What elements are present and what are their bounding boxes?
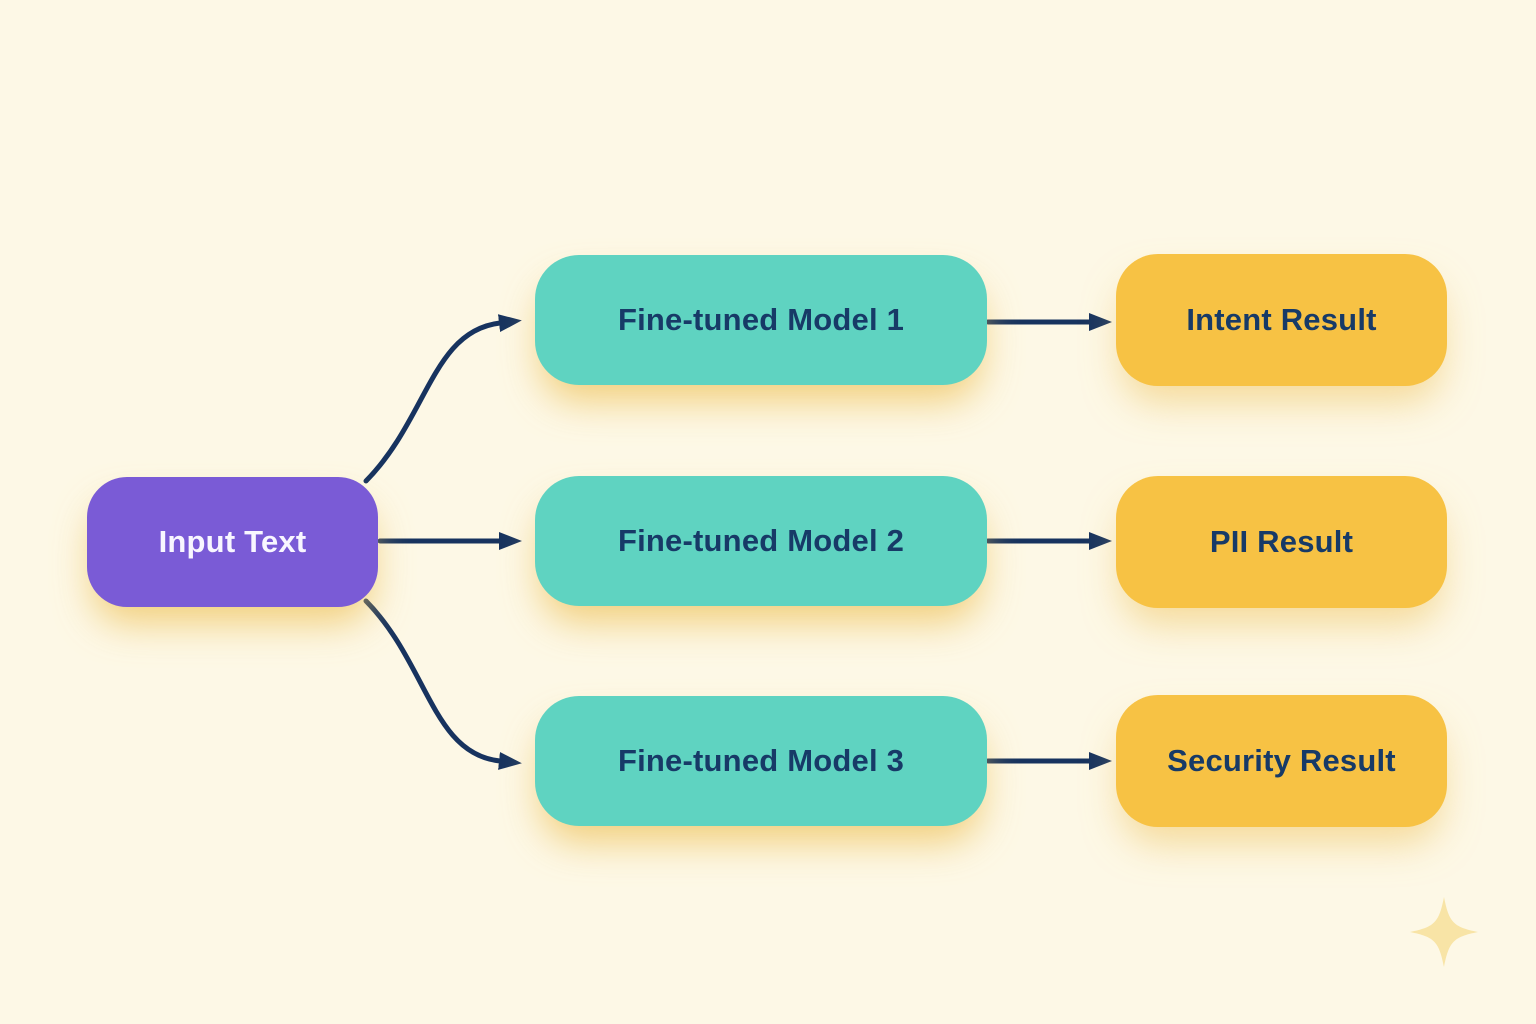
edge-input-to-model3 bbox=[363, 598, 522, 770]
input-text-node: Input Text bbox=[87, 477, 378, 607]
pii-result-node: PII Result bbox=[1116, 476, 1447, 608]
security-result-label: Security Result bbox=[1167, 743, 1396, 778]
pii-result-label: PII Result bbox=[1209, 524, 1354, 559]
edge-input-to-model1 bbox=[363, 314, 522, 484]
model-2-node: Fine-tuned Model 2 bbox=[535, 476, 987, 606]
model-3-node: Fine-tuned Model 3 bbox=[535, 696, 987, 826]
model-1-label: Fine-tuned Model 1 bbox=[617, 302, 905, 337]
intent-result-label: Intent Result bbox=[1186, 302, 1377, 337]
model-1-node: Fine-tuned Model 1 bbox=[535, 255, 987, 385]
sparkle-icon bbox=[1410, 897, 1478, 967]
security-result-node: Security Result bbox=[1116, 695, 1447, 827]
model-2-label: Fine-tuned Model 2 bbox=[617, 523, 905, 558]
input-text-label: Input Text bbox=[158, 524, 307, 559]
intent-result-node: Intent Result bbox=[1116, 254, 1447, 386]
model-3-label: Fine-tuned Model 3 bbox=[617, 743, 905, 778]
